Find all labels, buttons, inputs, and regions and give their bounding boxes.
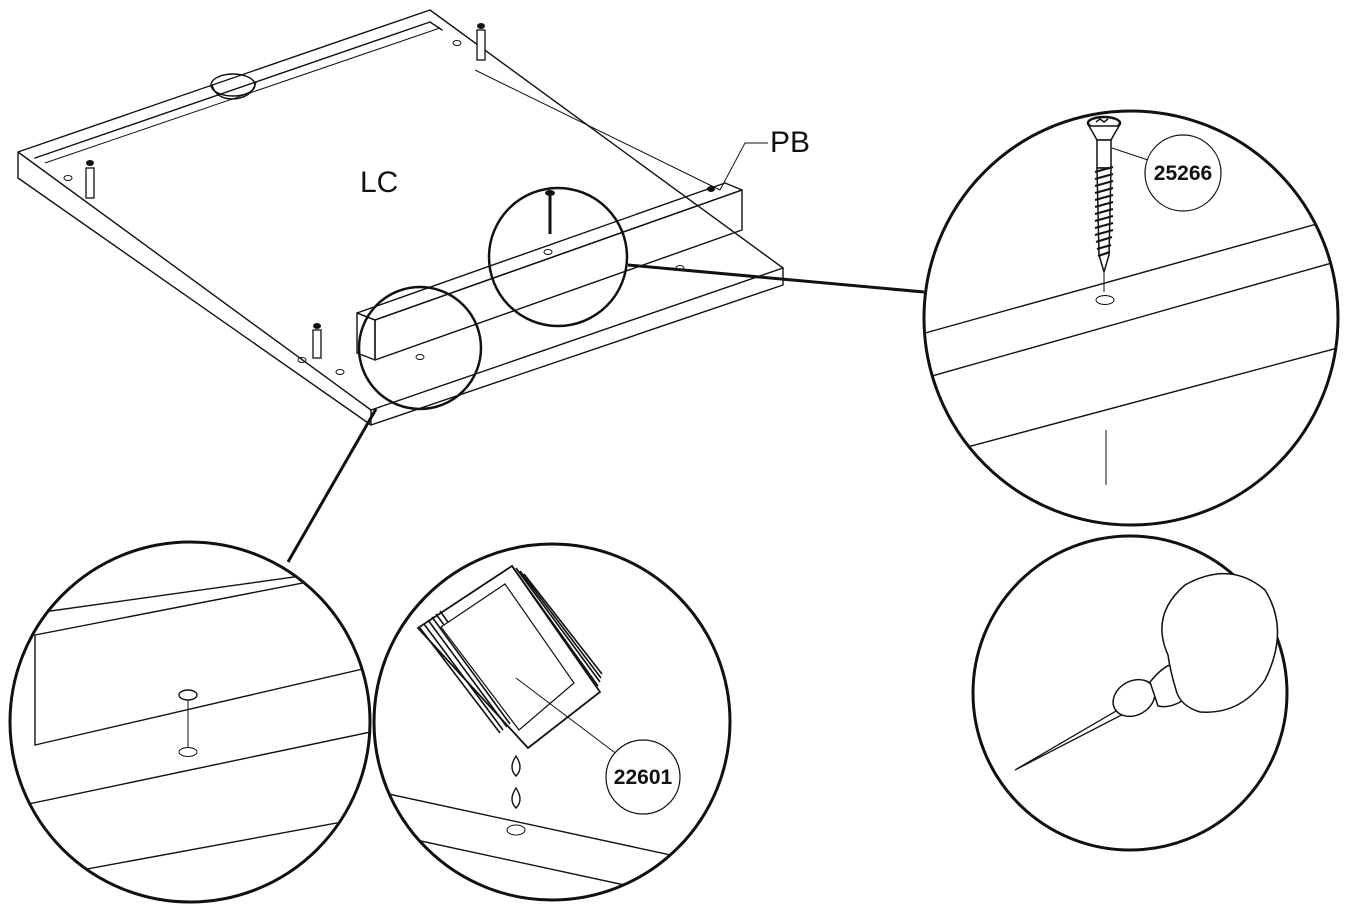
part-number-screw: 25266: [1154, 162, 1212, 185]
glue-drop: [511, 754, 521, 777]
detail-circle-pin: [8, 540, 372, 904]
detail-circle-screw: 25266: [922, 109, 1340, 527]
rail-pb: [356, 182, 743, 361]
glue-drop: [511, 786, 521, 809]
connector-line: [286, 408, 378, 563]
panel-label: LC: [360, 166, 398, 199]
part-callout-screw: [1144, 134, 1222, 212]
screw-small: [545, 190, 555, 234]
dowel-pin: [476, 23, 486, 61]
part-number-glue: 22601: [614, 766, 673, 789]
rail-label: PB: [770, 126, 810, 159]
detail-marker-pin: [357, 285, 483, 411]
detail-circle-awl: [971, 534, 1289, 852]
dowel-pin: [85, 160, 95, 199]
dowel-pin: [312, 323, 322, 359]
glue-bottle: [416, 564, 619, 756]
awl-icon: [1014, 573, 1279, 771]
part-callout-glue: [605, 739, 681, 815]
detail-circle-glue: 22601: [372, 542, 732, 902]
screw-25266: [1086, 115, 1122, 292]
rail-leader-line: [719, 142, 768, 191]
panel-lc: [17, 9, 784, 426]
connector-line: [627, 263, 925, 294]
detail-marker-screw: [487, 186, 629, 328]
